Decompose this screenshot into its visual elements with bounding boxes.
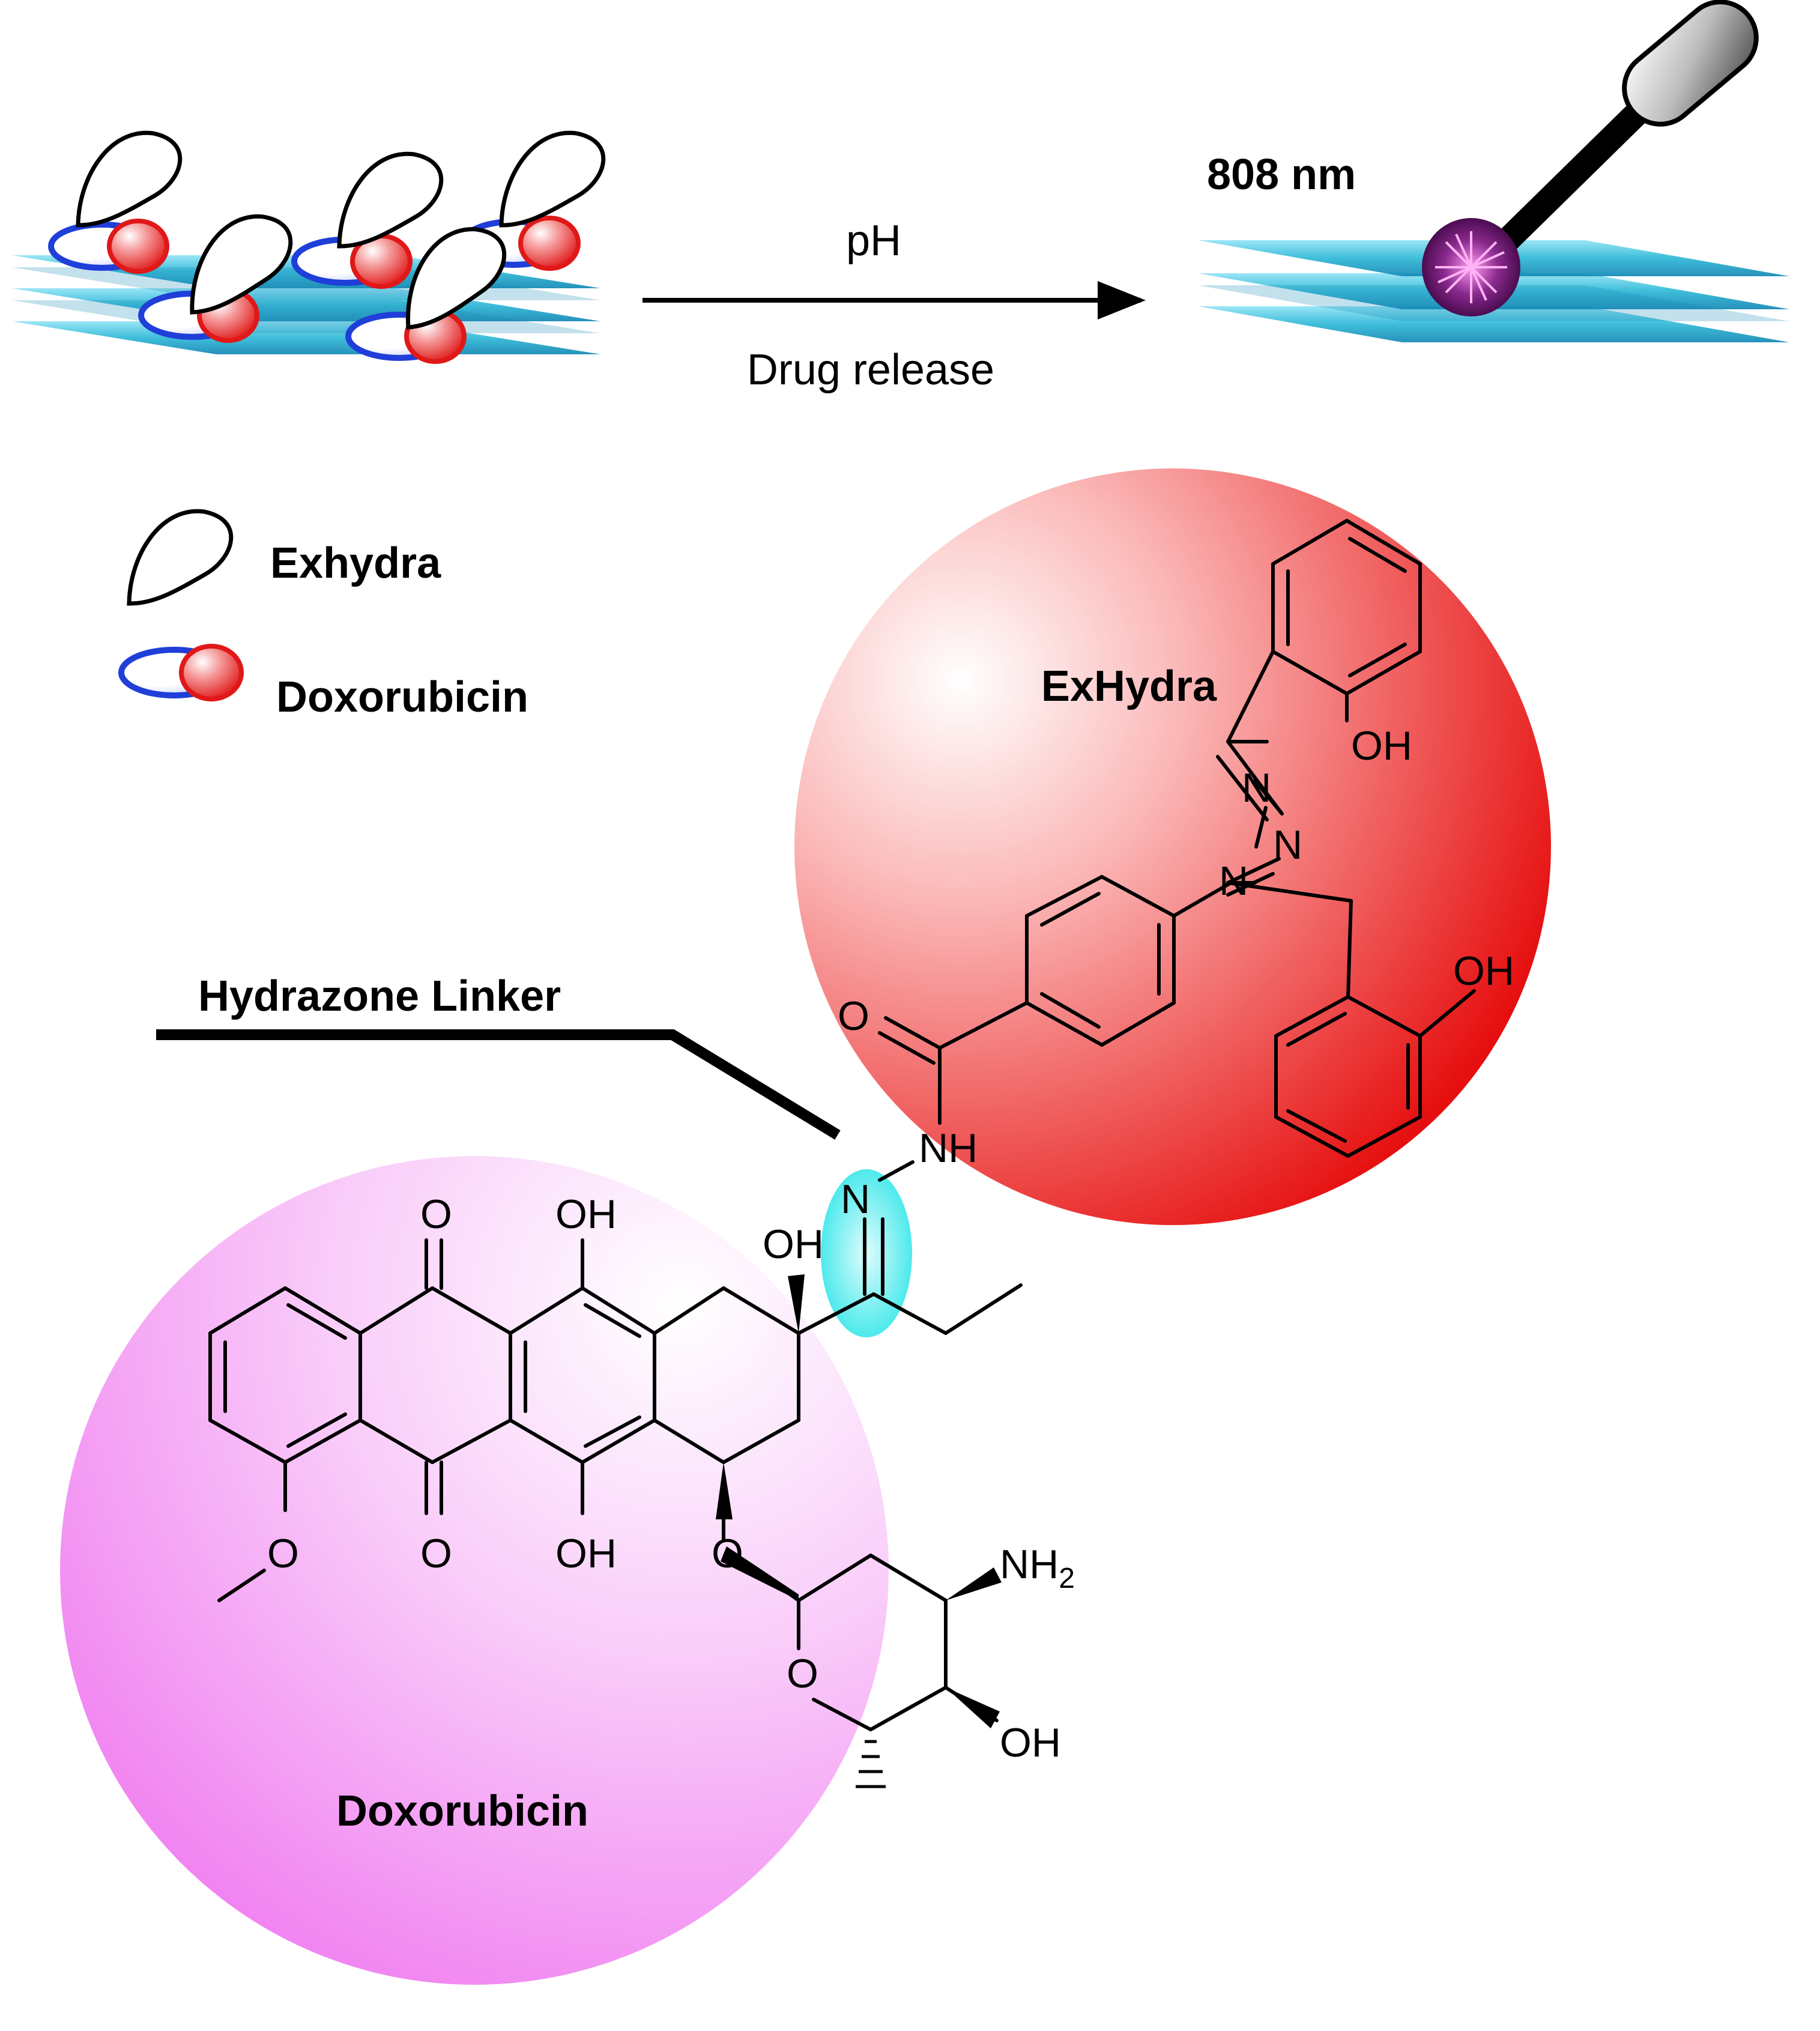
atom-oh-sugar: OH	[1000, 1720, 1061, 1766]
atom-n-triazole-top: N	[1242, 765, 1271, 811]
legend-doxorubicin-icon	[118, 644, 244, 701]
atom-o-glycosidic: O	[712, 1531, 743, 1576]
doxorubicin-particles	[48, 216, 581, 364]
atom-o-sugar-ring: O	[787, 1651, 818, 1697]
stereo-wedges	[716, 1274, 1002, 1728]
atom-o-quinone-bottom: O	[420, 1531, 452, 1576]
atom-nh: NH	[919, 1125, 978, 1171]
exhydra-sphere	[794, 468, 1551, 1225]
atom-oh-c9: OH	[763, 1221, 824, 1267]
atom-o-carbonyl: O	[838, 993, 869, 1039]
doxorubicin-sphere-label: Doxorubicin	[336, 1787, 588, 1835]
atom-oh-top-phenol: OH	[1351, 723, 1412, 769]
atom-o-methoxy: O	[267, 1531, 299, 1576]
exhydra-sphere-label: ExHydra	[1041, 662, 1217, 710]
legend-doxorubicin-label: Doxorubicin	[276, 673, 528, 721]
laser-icon	[1422, 0, 1759, 316]
arrow-label-drug-release: Drug release	[747, 346, 994, 394]
molecule-bonds	[208, 519, 1476, 1731]
atom-o-quinone-top: O	[420, 1191, 452, 1237]
legend-exhydra-icon	[127, 509, 234, 606]
atom-oh-ring-c-top: OH	[555, 1191, 617, 1237]
atom-n-triazole-right: N	[1273, 822, 1302, 868]
exhydra-particles	[76, 130, 606, 330]
atom-n-triazole-left: N	[1219, 858, 1248, 904]
atom-oh-lower-phenol: OH	[1453, 948, 1514, 994]
atom-labels: OH N N N OH O NH N OH O OH O OH O O NH2 …	[267, 723, 1514, 1766]
legend-exhydra-label: Exhydra	[270, 539, 441, 587]
hydrazone-linker-label: Hydrazone Linker	[198, 972, 561, 1020]
atom-oh-ring-c-bottom: OH	[555, 1531, 617, 1576]
hydrazone-linker-pointer	[156, 1029, 841, 1140]
atom-nh2: NH2	[1000, 1542, 1075, 1594]
arrow-label-ph: pH	[846, 217, 901, 265]
hashed-bond	[856, 1740, 886, 1788]
doxorubicin-sphere	[60, 1156, 889, 1985]
laser-wavelength-label: 808 nm	[1207, 151, 1356, 199]
atom-n-hydrazone: N	[841, 1176, 870, 1222]
